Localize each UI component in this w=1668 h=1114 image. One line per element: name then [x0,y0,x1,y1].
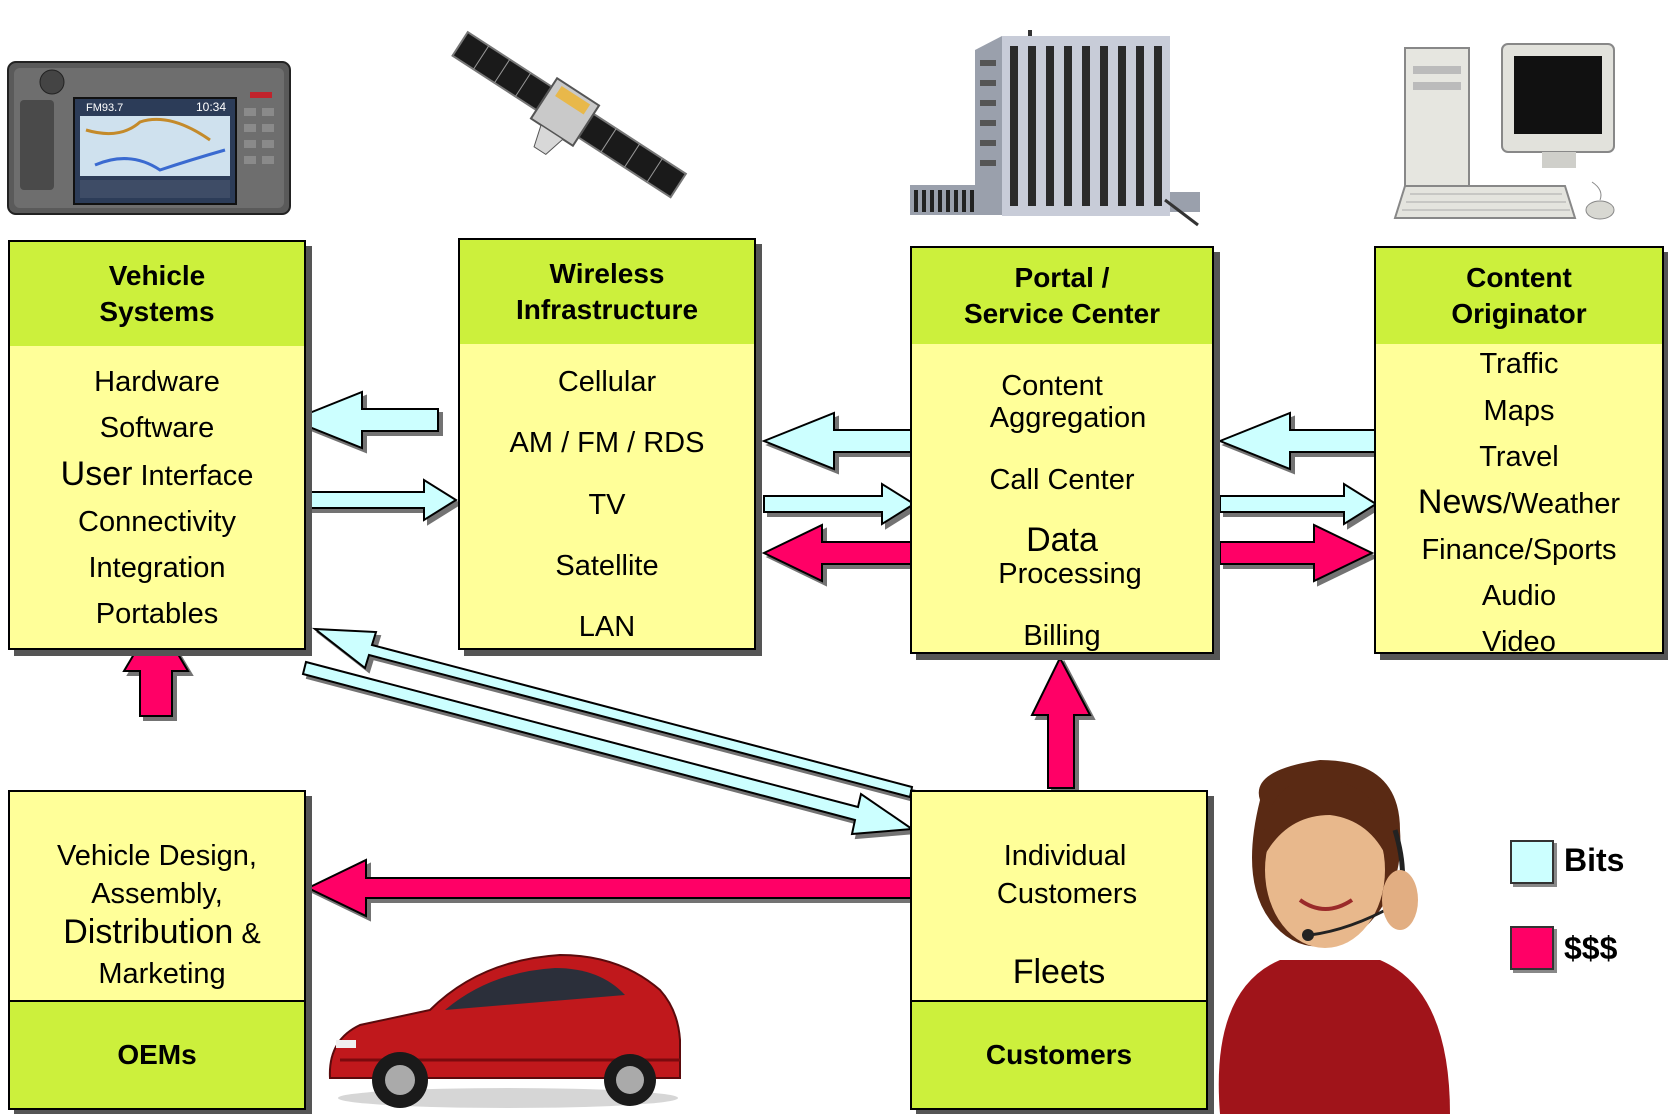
customers-item-individual: Individual [1003,840,1127,872]
wireless-item-am-fm-rds: AM / FM / RDS [509,427,705,459]
money-arrow-portal-to-wireless [761,523,917,583]
vehicle-systems-header: Vehicle Systems [10,242,304,348]
vehicle-item-connectivity: Connectivity [78,506,236,538]
bits-arrow-content-to-portal [1217,411,1377,471]
oems-footer: OEMs [10,1000,304,1108]
content-item-news: News [1417,483,1503,521]
content-item-audio: Audio [1481,580,1557,612]
wireless-item-tv: TV [588,489,626,521]
svg-text:FM93.7: FM93.7 [86,102,123,114]
legend-money-label: $$$ [1564,930,1618,966]
vehicle-systems-box: Vehicle Systems Hardware Software User I… [8,240,306,650]
portal-item-processing: Processing [998,558,1142,590]
wireless-infrastructure-body: Cellular AM / FM / RDS TV Satellite LAN [460,344,754,648]
content-item-weather: /Weather [1502,488,1621,520]
vehicle-item-user-interface: User Interface [10,455,304,493]
customers-footer: Customers [912,1000,1206,1108]
content-item-maps: Maps [1483,395,1555,427]
portal-title-line2: Service Center [963,298,1161,329]
bits-arrow-vehicle-to-customers [301,660,915,836]
legend-bits-swatch [1510,840,1554,884]
call-center-agent-icon [1218,760,1450,1114]
vehicle-item-software: Software [99,412,215,444]
portal-service-center-body: Content Aggregation Call Center Data Pro… [912,344,1212,652]
bits-arrow-wireless-to-vehicle [289,390,439,450]
car-radio-navigation-icon: FM93.7 10:34 [7,61,291,215]
portal-item-aggregation: Aggregation [989,402,1147,434]
legend-money-swatch [1510,926,1554,970]
customers-body: Individual Customers Fleets [912,792,1206,1002]
wireless-infrastructure-header: Wireless Infrastructure [460,240,754,346]
wireless-item-satellite: Satellite [555,550,659,582]
vehicle-item-user: User [60,455,133,493]
svg-text:10:34: 10:34 [196,100,226,114]
content-originator-header: Content Originator [1376,248,1662,346]
oems-item-ampersand: & [233,918,261,950]
vehicle-item-portables: Portables [95,598,219,630]
bits-arrow-wireless-to-portal [763,482,916,526]
red-car-icon [328,953,681,1108]
vehicle-item-hardware: Hardware [94,366,220,398]
wireless-title-line1: Wireless [549,258,665,289]
legend-bits-label: Bits [1564,842,1625,878]
desktop-computer-icon [1393,43,1615,220]
bits-arrow-vehicle-to-wireless [291,478,458,522]
portal-service-center-box: Portal / Service Center Content Aggregat… [910,246,1214,654]
money-arrow-customers-to-oems [305,858,913,918]
office-building-icon [910,30,1200,227]
bits-arrow-portal-to-content [1219,482,1378,526]
content-item-finance-sports: Finance/Sports [1421,534,1617,566]
content-item-traffic: Traffic [1479,348,1559,380]
portal-title-line1: Portal / [1014,262,1110,293]
portal-service-center-header: Portal / Service Center [912,248,1212,346]
content-originator-box: Content Originator Traffic Maps Travel N… [1374,246,1664,654]
oems-box: Vehicle Design, Assembly, Distribution &… [8,790,306,1110]
wireless-item-cellular: Cellular [557,366,657,398]
wireless-infrastructure-box: Wireless Infrastructure Cellular AM / FM… [458,238,756,650]
wireless-item-lan: LAN [578,611,636,643]
vehicle-item-integration: Integration [88,552,226,584]
content-item-travel: Travel [1479,441,1559,473]
content-originator-body: Traffic Maps Travel News/Weather Finance… [1376,344,1662,652]
customers-item-fleets: Fleets [1012,953,1106,991]
oems-body: Vehicle Design, Assembly, Distribution &… [10,792,304,1002]
content-title-line1: Content [1466,262,1572,293]
bits-arrow-portal-to-wireless [761,411,917,471]
oems-item-marketing: Marketing [98,958,226,990]
bits-arrow-customers-to-vehicle [311,627,914,799]
oems-item-assembly: Assembly, [91,878,223,910]
money-arrow-customers-to-portal [1030,655,1092,789]
portal-item-content: Content [1001,370,1103,402]
vehicle-systems-body: Hardware Software User Interface Connect… [10,346,304,648]
vehicle-systems-title-line2: Systems [99,296,215,327]
oems-item-vehicle-design: Vehicle Design, [57,840,257,872]
vehicle-systems-title-line1: Vehicle [108,260,206,291]
satellite-icon [451,30,688,199]
oems-item-distribution-word: Distribution [63,913,234,951]
customers-item-customers: Customers [996,878,1138,910]
money-arrow-portal-to-content [1219,523,1375,583]
vehicle-item-interface: Interface [140,460,254,492]
portal-item-call-center: Call Center [989,464,1135,496]
content-item-video: Video [1482,626,1556,652]
content-item-news-weather: News/Weather [1376,483,1662,521]
oems-item-distribution: Distribution & [20,913,304,951]
portal-item-billing: Billing [1023,620,1101,652]
portal-item-data: Data [1026,521,1098,559]
customers-box: Individual Customers Fleets Customers [910,790,1208,1110]
content-title-line2: Originator [1451,298,1587,329]
wireless-title-line2: Infrastructure [515,294,699,325]
